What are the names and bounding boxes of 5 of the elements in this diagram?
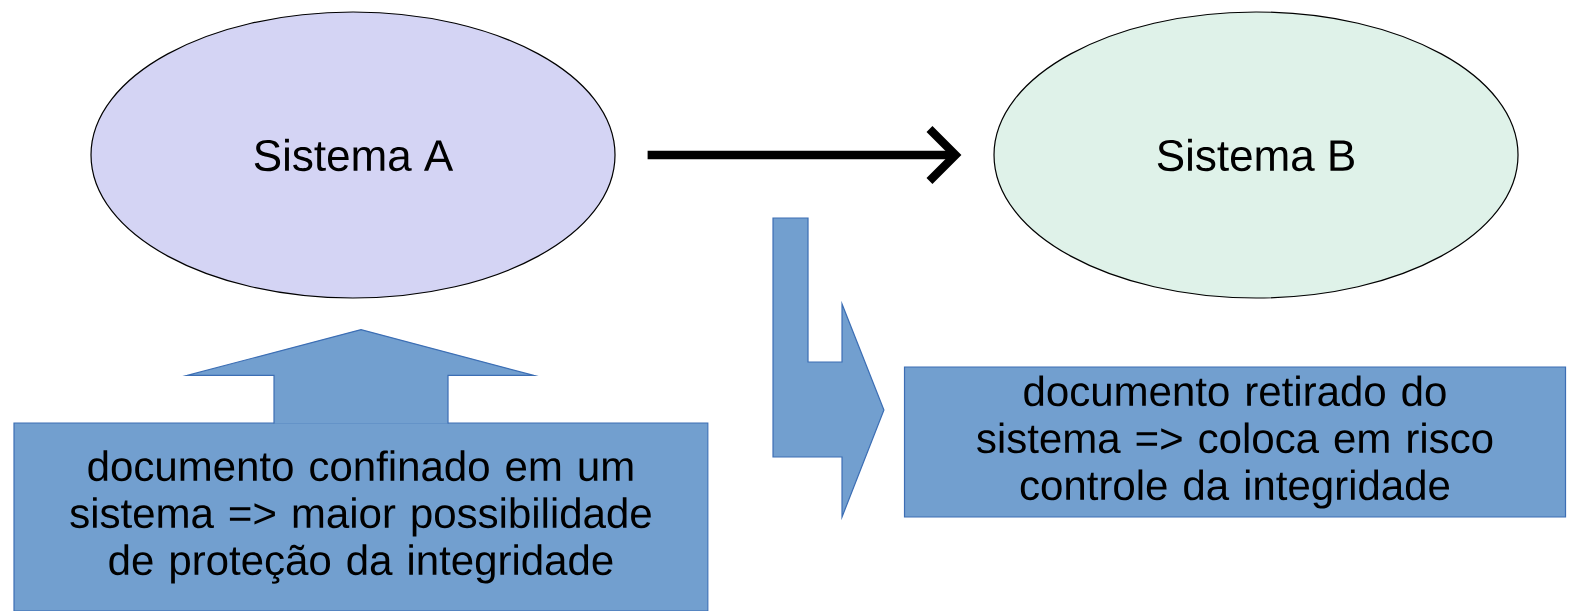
callout-box: documento confinado em um sistema => maior possibilidade de proteção da integridade bbox=[13, 422, 709, 611]
arrow bbox=[647, 126, 962, 184]
block-arrow bbox=[182, 328, 539, 424]
bent-arrow bbox=[772, 217, 885, 521]
callout-box: documento retirado do sistema => coloca em risco controle da integridade bbox=[903, 366, 1567, 518]
